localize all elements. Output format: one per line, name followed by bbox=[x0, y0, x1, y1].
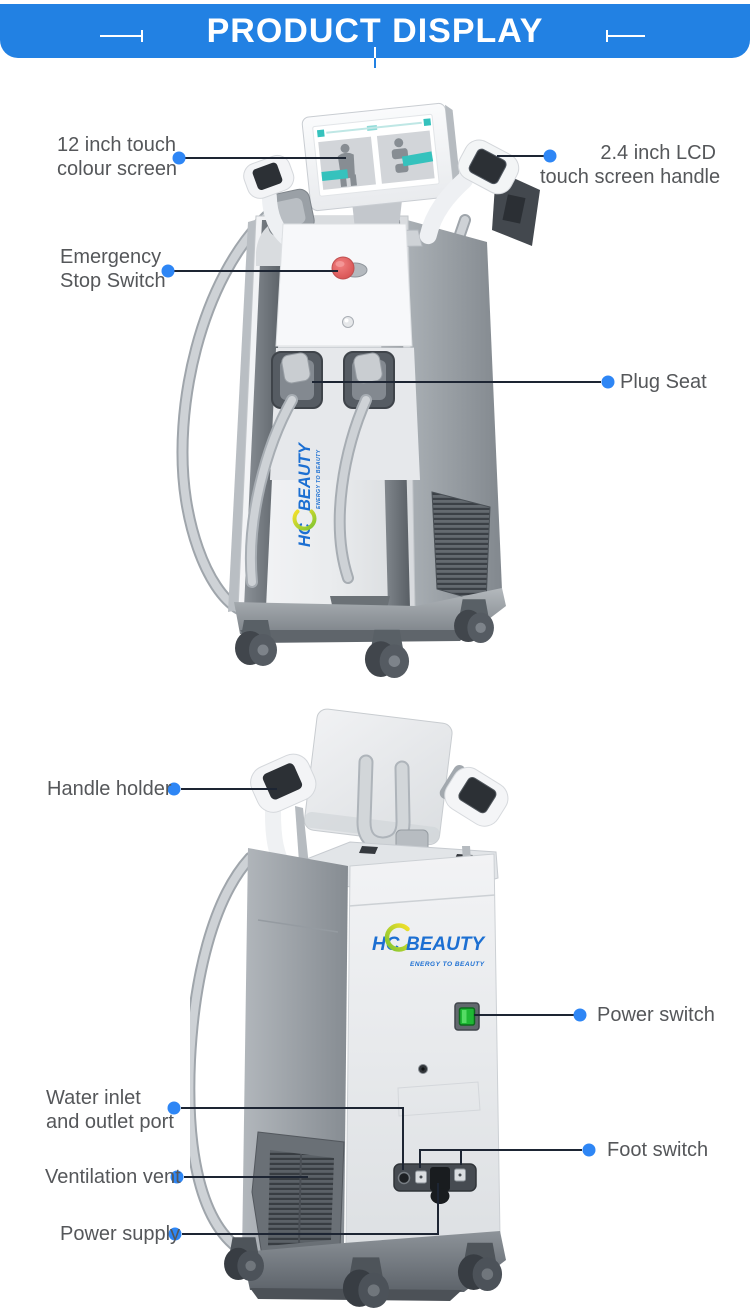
banner-left-tick bbox=[141, 30, 143, 42]
dot-plug-seat bbox=[601, 375, 615, 389]
label-ventilation: Ventilation vent bbox=[45, 1166, 181, 1188]
banner-center-tick bbox=[374, 47, 376, 58]
front-right-handle bbox=[419, 139, 520, 245]
back-of-screen bbox=[303, 708, 453, 845]
front-main-screen bbox=[301, 102, 461, 212]
brand-swoosh-icon bbox=[384, 923, 410, 952]
emergency-stop-button bbox=[331, 256, 355, 280]
back-left-handle bbox=[250, 753, 317, 882]
water-port-connector bbox=[397, 1171, 411, 1185]
label-emergency-stop: Emergency Stop Switch bbox=[60, 246, 166, 292]
section-banner: PRODUCT DISPLAY bbox=[0, 4, 750, 58]
back-panel-seam bbox=[397, 1081, 481, 1117]
label-power-supply: Power supply bbox=[60, 1223, 181, 1245]
front-control-panel bbox=[275, 223, 414, 349]
ventilation-vent bbox=[251, 1131, 345, 1257]
front-side-vent bbox=[431, 491, 491, 604]
brand-logo-front: HC BEAUTY ENERGY TO BEAUTY bbox=[292, 441, 322, 547]
label-water-port: Water inlet and outlet port bbox=[46, 1087, 174, 1133]
dot-power-switch bbox=[573, 1008, 587, 1022]
brand-tagline: ENERGY TO BEAUTY bbox=[316, 449, 322, 509]
brand-logo-back: HC BEAUTY ENERGY TO BEAUTY bbox=[372, 923, 486, 968]
label-power-switch: Power switch bbox=[597, 1004, 715, 1026]
power-switch bbox=[454, 1002, 480, 1031]
left-handle-screen bbox=[252, 162, 283, 190]
back-view-photo: HC BEAUTY ENERGY TO BEAUTY bbox=[190, 708, 509, 1308]
dot-power-supply bbox=[168, 1227, 182, 1241]
dot-emergency-stop bbox=[161, 264, 175, 278]
label-plug-seat: Plug Seat bbox=[620, 371, 707, 393]
power-supply-inlet bbox=[430, 1167, 450, 1191]
right-handle-lcd bbox=[468, 148, 507, 185]
label-touch-screen: 12 inch touch colour screen bbox=[57, 134, 178, 180]
brand-suffix: BEAUTY bbox=[296, 441, 314, 511]
back-screw-hole bbox=[418, 1064, 428, 1074]
brand-suffix: BEAUTY bbox=[406, 934, 486, 955]
plug-seat-right bbox=[343, 351, 395, 409]
dot-handle-holder bbox=[167, 782, 181, 796]
dot-foot-switch bbox=[582, 1143, 596, 1157]
front-view-photo: HC BEAUTY ENERGY TO BEAUTY bbox=[176, 102, 540, 678]
front-base bbox=[234, 588, 506, 643]
label-foot-switch: Foot switch bbox=[607, 1139, 709, 1161]
brand-swoosh-icon bbox=[292, 509, 317, 531]
dot-lcd-handle bbox=[543, 149, 557, 163]
dot-water-port bbox=[167, 1101, 181, 1115]
dot-ventilation bbox=[170, 1170, 184, 1184]
dot-touch-screen bbox=[172, 151, 186, 165]
back-cable bbox=[190, 852, 256, 1258]
banner-right-line bbox=[607, 35, 645, 37]
label-lcd-handle: 2.4 inch LCD touch screen handle bbox=[540, 142, 721, 188]
label-handle-holder: Handle holder bbox=[47, 778, 172, 800]
page-title: PRODUCT DISPLAY bbox=[206, 11, 544, 50]
banner-center-tick-lower bbox=[374, 58, 376, 68]
banner-left-line bbox=[100, 35, 142, 37]
plug-seat-left bbox=[271, 351, 323, 409]
brand-tagline: ENERGY TO BEAUTY bbox=[410, 961, 485, 968]
back-right-handle bbox=[439, 764, 509, 827]
